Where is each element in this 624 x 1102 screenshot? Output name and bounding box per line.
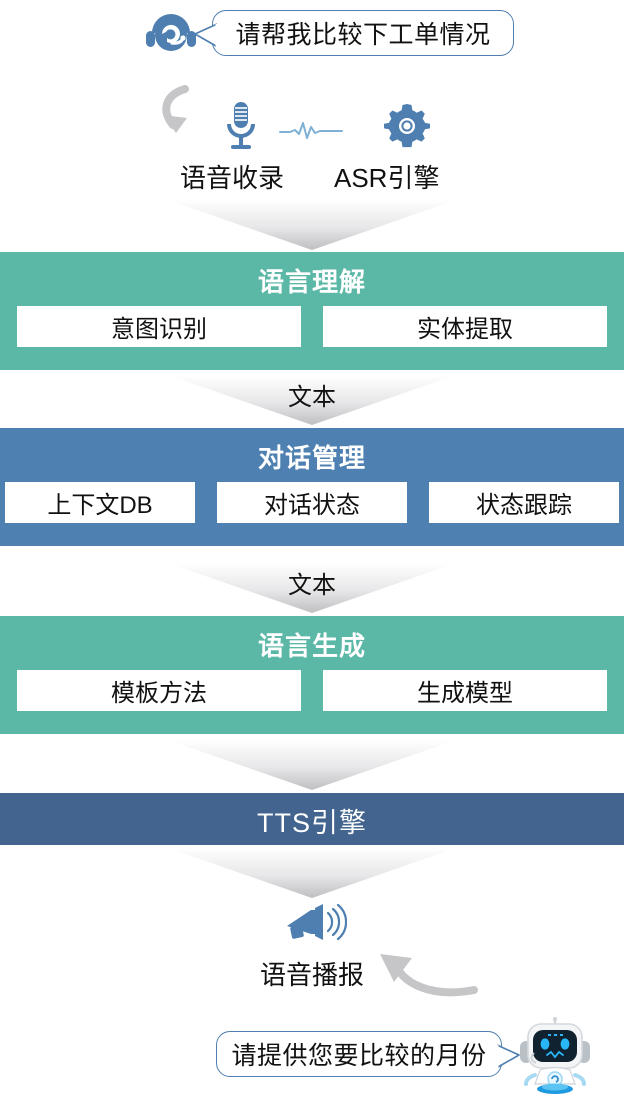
flow-arrow-3: 文本 [168,563,456,613]
user-speech-bubble: 请帮我比较下工单情况 [194,10,514,56]
module-context-db[interactable]: 上下文DB [5,482,195,523]
module-intent-recognition[interactable]: 意图识别 [17,306,301,347]
flow-arrow-4 [168,740,456,790]
flow-arrow-1 [168,200,456,250]
headset-agent-icon [142,7,218,59]
module-entity-extraction[interactable]: 实体提取 [323,306,607,347]
stage-tts: TTS引擎 [0,793,624,845]
curved-arrow-up-left-icon [370,940,480,1020]
bot-speech-bubble: 请提供您要比较的月份 [216,1031,520,1077]
module-template-method[interactable]: 模板方法 [17,670,301,711]
flow-arrow-3-label: 文本 [288,572,336,599]
capture-label-voice: 语音收录 [180,163,285,193]
audio-waveform-icon [278,118,344,142]
speech-bubble-tail [194,23,219,47]
flow-arrow-2-label: 文本 [288,384,336,411]
output-label-voice-broadcast: 语音播报 [259,960,364,990]
microphone-icon [218,100,264,152]
robot-assistant-icon [508,1016,602,1097]
stage-nlu-modules: 意图识别 实体提取 [0,306,624,347]
bot-speech-bubble-tail [495,1044,520,1068]
stage-nlg-title: 语言生成 [257,631,366,661]
gear-icon [383,103,431,149]
stage-nlu-title: 语言理解 [257,267,366,297]
capture-label-asr: ASR引擎 [334,163,440,193]
user-utterance-text: 请帮我比较下工单情况 [235,21,491,49]
stage-nlg-modules: 模板方法 生成模型 [0,670,624,711]
megaphone-icon [285,900,348,944]
stage-dm-title: 对话管理 [257,443,366,473]
module-state-tracking[interactable]: 状态跟踪 [429,482,619,523]
module-generative-model[interactable]: 生成模型 [323,670,607,711]
module-dialog-state[interactable]: 对话状态 [217,482,407,523]
bot-utterance-text: 请提供您要比较的月份 [231,1042,487,1070]
curved-arrow-down-icon [155,85,227,151]
flow-arrow-5 [168,848,456,898]
flow-arrow-2: 文本 [168,375,456,425]
stage-dm-modules: 上下文DB 对话状态 状态跟踪 [0,482,624,523]
stage-tts-title: TTS引擎 [257,808,367,838]
